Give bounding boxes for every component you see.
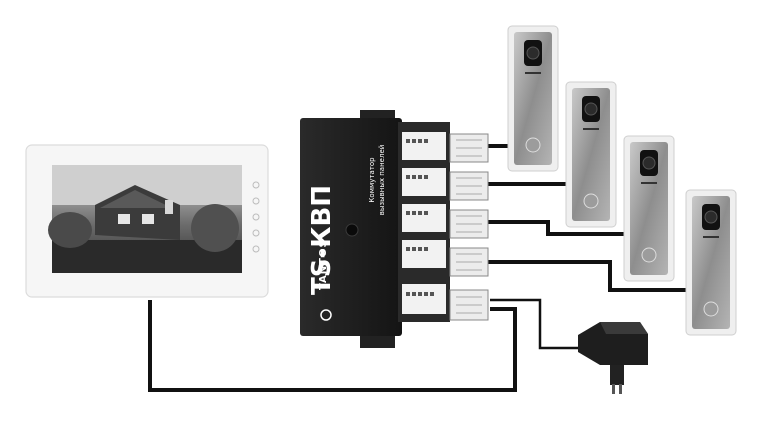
switch-unit: TS-КВП TANTOS Коммутатор вызывных панеле… <box>300 110 489 348</box>
switch-subtitle-line1: Коммутатор <box>368 157 376 203</box>
call-panel-4 <box>685 189 737 336</box>
monitor <box>25 144 269 298</box>
cable-monitor <box>148 300 517 392</box>
call-panel-2 <box>565 81 617 228</box>
call-panel-3 <box>623 135 675 282</box>
terminal-pins <box>406 139 434 296</box>
switch-brand-label: TANTOS <box>318 239 329 290</box>
terminal-labels <box>402 132 446 314</box>
power-adapter <box>578 322 648 394</box>
switch-subtitle-line2: вызывных панелей <box>378 145 386 216</box>
cables <box>148 144 690 392</box>
monitor-buttons <box>252 181 260 253</box>
switch-model-label: TS-КВП <box>307 185 337 295</box>
cable-power <box>490 298 578 350</box>
sockets <box>449 133 489 321</box>
brand-logo <box>320 309 332 321</box>
cable-panel-3 <box>488 220 628 236</box>
cable-panel-4 <box>488 260 690 292</box>
call-panel-1 <box>507 25 559 172</box>
